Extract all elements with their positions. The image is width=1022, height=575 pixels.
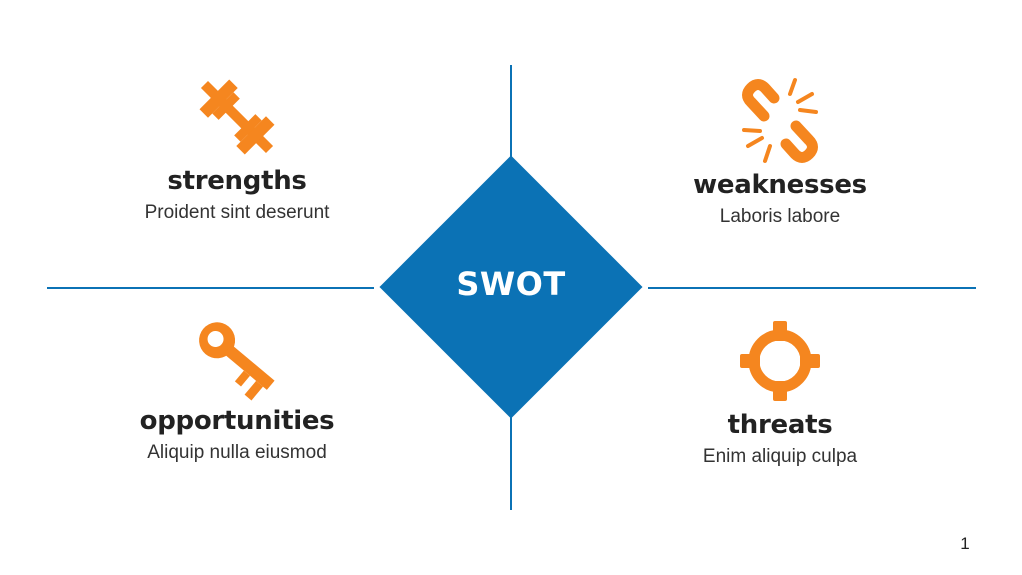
opportunities-description: Aliquip nulla eiusmod: [147, 442, 327, 463]
vertical-divider-top: [510, 65, 512, 165]
quadrant-threats: threats Enim aliquip culpa: [615, 316, 945, 468]
broken-chain-icon: [742, 78, 818, 163]
dumbbell-icon: [199, 79, 275, 155]
swot-center-label: SWOT: [456, 265, 566, 303]
threats-title: threats: [727, 410, 833, 440]
page-number: 1: [960, 534, 970, 553]
horizontal-divider-left: [47, 287, 374, 289]
weaknesses-description: Laboris labore: [719, 206, 841, 227]
opportunities-title: opportunities: [139, 406, 335, 436]
vertical-divider-bottom: [510, 410, 512, 510]
crosshair-icon: [740, 321, 820, 401]
horizontal-divider-right: [648, 287, 976, 289]
strengths-title: strengths: [167, 166, 307, 196]
threats-description: Enim aliquip culpa: [702, 446, 858, 467]
quadrant-opportunities: opportunities Aliquip nulla eiusmod: [72, 312, 402, 464]
quadrant-weaknesses: weaknesses Laboris labore: [615, 76, 945, 228]
key-icon: [199, 322, 275, 401]
strengths-description: Proident sint deserunt: [144, 202, 330, 223]
weaknesses-title: weaknesses: [693, 170, 867, 200]
quadrant-strengths: strengths Proident sint deserunt: [72, 72, 402, 224]
